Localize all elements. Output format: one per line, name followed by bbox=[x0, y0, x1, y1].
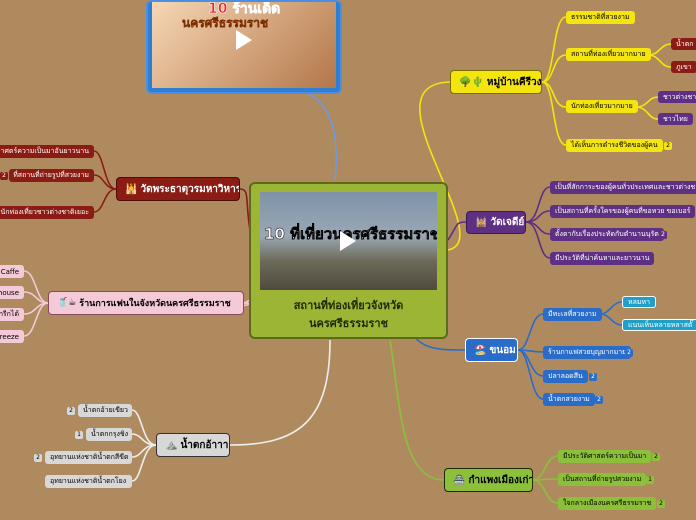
count-badge[interactable]: 2 bbox=[0, 172, 8, 180]
leaf-temple-photo[interactable]: ที่สถานที่ถ่ายรูปที่สวยงาม bbox=[9, 169, 94, 182]
leaf-waterfall-aiyakhiao[interactable]: น้ำตกอ้ายเขียว bbox=[78, 404, 132, 417]
center-topic[interactable]: 10 ที่เที่ยวนครศรีธรรมราช สถานที่ท่องเที… bbox=[249, 182, 448, 339]
leaf-waterfall-park1[interactable]: อุทยานแห่งชาติน้ำตกสีขีด bbox=[45, 451, 132, 464]
leaf-village-nature[interactable]: ธรรมชาติที่สวยงาม bbox=[566, 11, 635, 24]
leaf-wall-center[interactable]: ใจกลางเมืองนครศรีธรรมราช bbox=[558, 497, 657, 510]
count-badge[interactable]: 2 bbox=[625, 349, 633, 357]
leaf-khanom-sea[interactable]: มีทะเลที่สวยงาม bbox=[543, 308, 602, 321]
leaf-waterfall-park2[interactable]: อุทยานแห่งชาติน้ำตกโยง bbox=[45, 475, 132, 488]
branch-khanom[interactable]: 🏖️ ขนอม bbox=[465, 338, 518, 362]
count-badge[interactable]: 2 bbox=[589, 373, 597, 381]
count-badge[interactable]: 2 bbox=[664, 142, 672, 150]
leaf-temple-history[interactable]: าศตร์ความเป็นมาอันยาวนาน bbox=[0, 145, 94, 158]
leaf-village-waterfall[interactable]: น้ำตก bbox=[671, 38, 696, 50]
count-badge[interactable]: 1 bbox=[75, 431, 83, 439]
leaf-cafe-1[interactable]: Caffe bbox=[0, 265, 24, 278]
branch-label: กำแพงเมืองเก่า bbox=[468, 474, 533, 486]
leaf-cafe-3[interactable]: กรีกได้ bbox=[0, 308, 24, 321]
branch-label: วัดพระธาตุวรมหาวิหาร bbox=[140, 183, 240, 195]
center-title-line2: นครศรีธรรมราช bbox=[308, 317, 388, 330]
center-video-thumbnail[interactable]: 10 ที่เที่ยวนครศรีธรรมราช bbox=[260, 192, 437, 290]
count-badge[interactable]: 1 bbox=[646, 476, 654, 484]
temple-icon: 🕍 bbox=[475, 217, 488, 228]
branch-cafe[interactable]: 🥤☕ ร้านการแฟนในจังหวัดนครศรีธรรมราช bbox=[48, 291, 244, 315]
castle-icon: 🏯 bbox=[453, 474, 466, 486]
leaf-cafe-2[interactable]: house bbox=[0, 286, 24, 299]
count-badge[interactable]: 2 bbox=[34, 454, 42, 462]
leaf-village-foreigners[interactable]: ชาวต่างชาติ bbox=[658, 91, 696, 103]
drink-icon: 🥤☕ bbox=[57, 298, 77, 308]
beach-icon: 🏖️ bbox=[474, 344, 487, 356]
leaf-village-places[interactable]: สถานที่ท่องเที่ยวมากมาย bbox=[566, 48, 651, 61]
play-icon[interactable] bbox=[236, 30, 252, 50]
count-badge[interactable]: 2 bbox=[595, 396, 603, 404]
branch-label: วัดเจดีย์ bbox=[490, 217, 525, 228]
leaf-khanom-cafes[interactable]: ร้านกาแฟสวยบุญมากมาย bbox=[543, 346, 632, 359]
branch-village[interactable]: 🌳🌵 หมู่บ้านคีรีวง bbox=[450, 70, 542, 94]
leaf-waterfall-krungching[interactable]: น้ำตกกรุงชิง bbox=[86, 428, 132, 441]
leaf-temple-foreigners[interactable]: นักท่องเที่ยวชาวต่างชาติเยอะ bbox=[0, 206, 94, 219]
leaf-village-lifestyle[interactable]: ได้เห็นการดำรงชีวิตของผู้คน bbox=[566, 139, 663, 152]
leaf-chedi-history[interactable]: มีประวัติที่น่าค้นหาและยาวนาน bbox=[550, 252, 655, 265]
top-video-thumbnail[interactable]: 10 ร้านเด็ด นครศรีธรรมราช bbox=[146, 0, 342, 94]
branch-old-wall[interactable]: 🏯 กำแพงเมืองเก่า bbox=[444, 468, 533, 492]
leaf-khanom-waterfall[interactable]: น้ำตกสวยงาม bbox=[543, 393, 595, 406]
leaf-village-thais[interactable]: ชาวไทย bbox=[658, 113, 693, 125]
count-badge[interactable]: 2 bbox=[659, 231, 667, 239]
leaf-khanom-sea-sub2[interactable]: แนนเห็นหลายหลาสตั๊ bbox=[622, 319, 696, 331]
play-icon[interactable] bbox=[340, 231, 356, 251]
video-caption-line2: นครศรีธรรมราช bbox=[182, 16, 269, 30]
count-badge[interactable]: 2 bbox=[652, 453, 660, 461]
leaf-wall-photo[interactable]: เป็นสถานที่ถ่ายรูปสวยงาม bbox=[558, 473, 647, 486]
leaf-chedi-legend[interactable]: ตั้งตากับเรื่องประทัดกับตำนานนุรัต bbox=[550, 228, 664, 241]
branch-waterfall[interactable]: ⛰️ น้ำตกอ้าาา bbox=[156, 433, 230, 457]
branch-label: ร้านการแฟนในจังหวัดนครศรีธรรมราช bbox=[79, 299, 231, 309]
branch-temple[interactable]: 🕌 วัดพระธาตุวรมหาวิหาร bbox=[116, 177, 240, 201]
leaf-village-tourists[interactable]: นักท่องเที่ยวมากมาย bbox=[566, 100, 638, 113]
branch-label: น้ำตกอ้าาา bbox=[180, 439, 229, 451]
leaf-village-mountain[interactable]: ภูเขา bbox=[671, 61, 696, 73]
leaf-wall-history[interactable]: มีประวัติศาสตร์ความเป็นมา bbox=[558, 450, 652, 463]
count-badge[interactable]: 2 bbox=[657, 500, 665, 508]
leaf-cafe-4[interactable]: reeze bbox=[0, 330, 24, 343]
video-caption-line1: 10 ร้านเด็ด bbox=[208, 1, 281, 17]
branch-chedi[interactable]: 🕍 วัดเจดีย์ bbox=[466, 211, 526, 234]
leaf-chedi-lottery[interactable]: เป็นสถานที่ครั้งใครของผู้คนที่ขอหวย ขอเบ… bbox=[550, 205, 696, 218]
mosque-icon: 🕌 bbox=[125, 183, 138, 195]
tree-icon: 🌳🌵 bbox=[459, 76, 484, 88]
branch-label: ขนอม bbox=[489, 344, 516, 356]
leaf-khanom-sea-sub1[interactable]: หลมหา bbox=[622, 296, 657, 308]
center-title-line1: สถานที่ท่องเที่ยวจังหวัด bbox=[293, 299, 404, 312]
branch-label: หมู่บ้านคีรีวง bbox=[486, 76, 542, 88]
mountain-icon: ⛰️ bbox=[165, 439, 178, 451]
leaf-khanom-dolphin[interactable]: ปลาลอดสีน bbox=[543, 370, 588, 383]
leaf-chedi-worship[interactable]: เป็นที่สักการะของผู้คนทั่วประเทศและชาวต่… bbox=[550, 181, 696, 194]
count-badge[interactable]: 2 bbox=[67, 407, 75, 415]
